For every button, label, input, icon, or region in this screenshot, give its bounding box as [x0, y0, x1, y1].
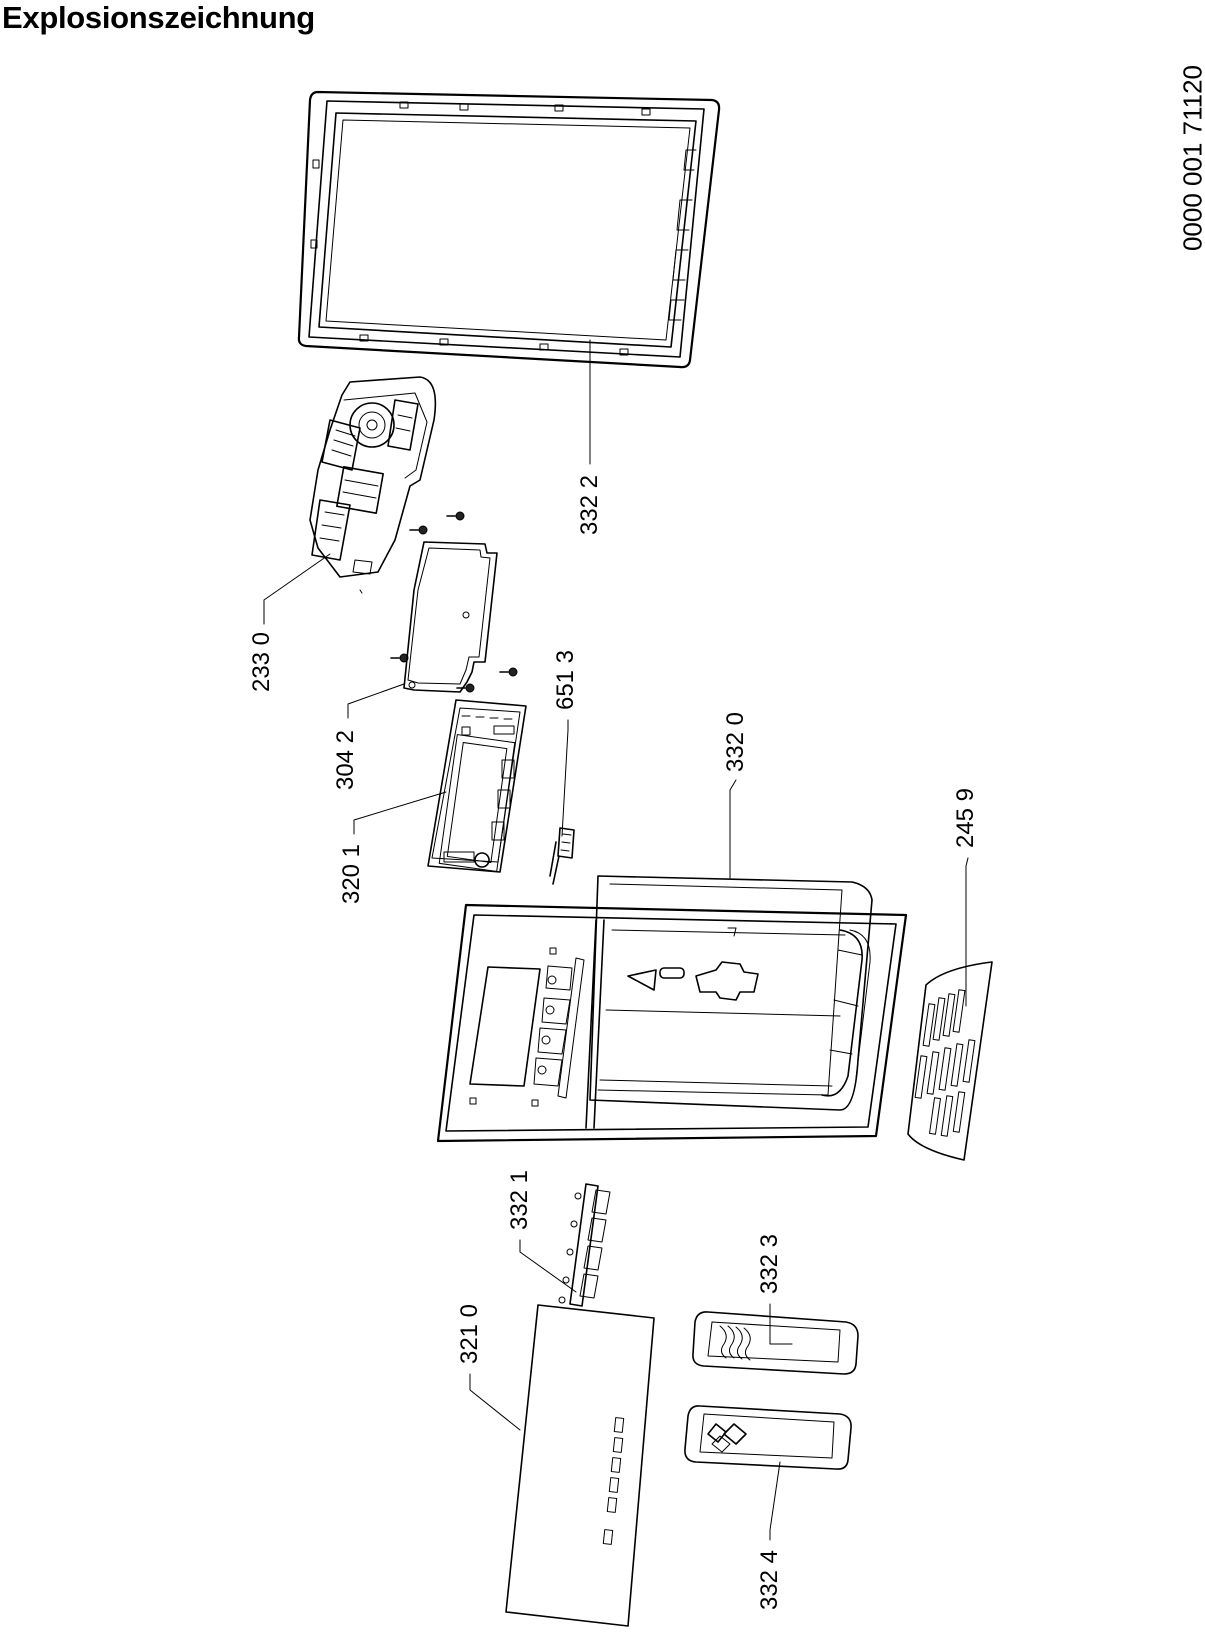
leader-lines [263, 339, 969, 1541]
screws [390, 511, 518, 693]
part-control-foil-321-0 [505, 1304, 655, 1627]
part-handle-cover-332-3 [692, 1311, 859, 1375]
label-332-3: 332 3 [756, 1233, 783, 1295]
label-245-9: 245 9 [952, 787, 979, 849]
label-304-2: 304 2 [332, 729, 359, 791]
part-handle-cover-332-4 [684, 1405, 852, 1470]
part-circuit-board-320-1 [427, 699, 527, 873]
part-button-bar-332-1 [558, 1183, 611, 1307]
label-321-0: 321 0 [456, 1303, 483, 1365]
label-651-3: 651 3 [552, 649, 579, 711]
part-housing-332-0 [436, 875, 908, 1143]
label-233-0: 233 0 [248, 631, 275, 693]
label-332-2: 332 2 [576, 474, 603, 536]
label-332-4: 332 4 [756, 1549, 783, 1611]
label-332-0: 332 0 [722, 711, 749, 773]
label-320-1: 320 1 [338, 843, 365, 905]
diagram-title: Explosionszeichnung [2, 0, 315, 35]
part-connector-651-3 [549, 827, 575, 885]
part-frame-332-2 [297, 90, 721, 369]
label-332-1: 332 1 [506, 1169, 533, 1231]
part-grille-245-9 [907, 961, 993, 1161]
part-motor-unit-233-0 [309, 376, 437, 594]
part-cover-plate-304-2 [403, 541, 498, 693]
